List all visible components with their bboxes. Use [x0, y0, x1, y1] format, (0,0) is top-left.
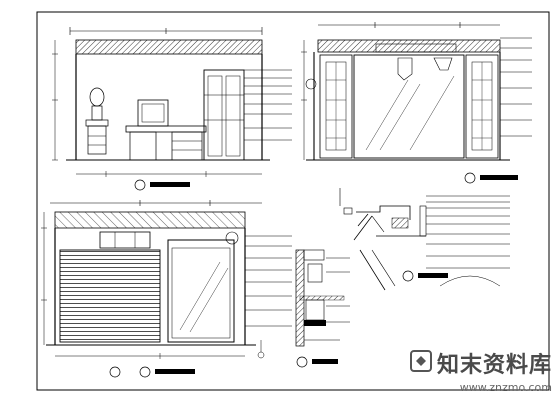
- glass-sliding-door: [167, 239, 235, 343]
- leader-lines-c: [244, 69, 292, 141]
- lattice-door-right: [465, 54, 499, 159]
- leader-lines-b: [500, 37, 532, 137]
- section-1-view: [295, 249, 350, 368]
- watermark-url: www.znzmo.com: [459, 381, 552, 394]
- headboard-panel: [59, 249, 161, 343]
- dressing-table: [125, 125, 207, 133]
- elevation-a-view: [41, 200, 292, 378]
- elevation-b-view: [301, 22, 532, 184]
- elevation-c-view: [52, 27, 292, 191]
- center-mirror-panel: [353, 54, 465, 159]
- ceiling-beam-a: [54, 211, 246, 229]
- lattice-door-left: [319, 54, 353, 159]
- sheet-border: [36, 11, 550, 391]
- leader-lines-a: [245, 235, 292, 327]
- watermark-brand: 知末资料库: [436, 353, 552, 378]
- tall-cabinet: [203, 69, 245, 161]
- detail-2-view: [339, 188, 510, 291]
- watermark: 知末资料库 www.znzmo.com: [402, 347, 552, 394]
- chair-elevation: [85, 87, 109, 155]
- ceiling-beam-b: [317, 39, 501, 53]
- brand-logo-icon: [409, 350, 432, 376]
- ceiling-beam-section: [75, 39, 263, 55]
